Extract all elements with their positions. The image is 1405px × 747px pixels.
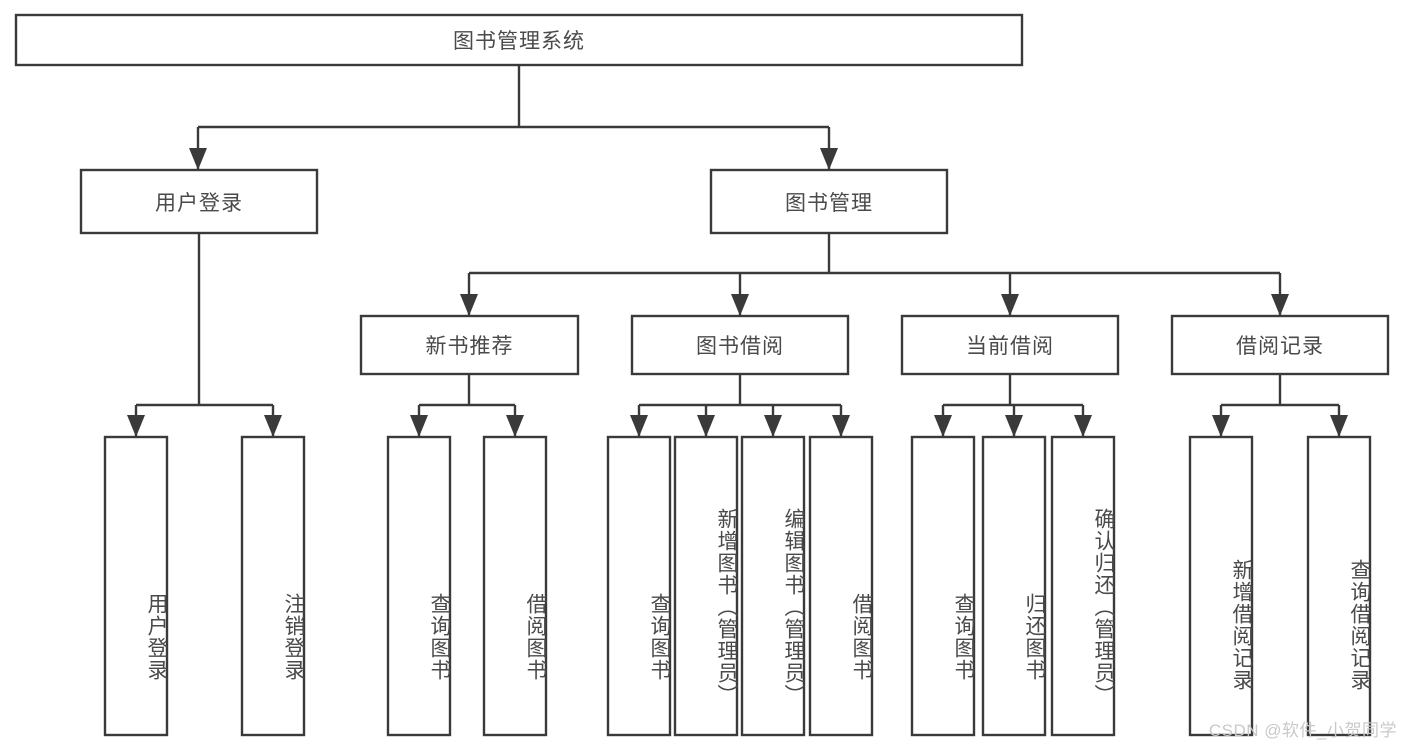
leaf-box-leaf-query-book-2[interactable] xyxy=(606,435,672,737)
arrow-head-icon xyxy=(460,294,478,316)
leaf-box-leaf-query-book-1[interactable] xyxy=(386,435,452,737)
arrow-head-icon xyxy=(127,415,145,437)
leaf-box-leaf-add-record[interactable] xyxy=(1188,435,1254,737)
node-box-root[interactable] xyxy=(14,13,1024,67)
leaf-box-leaf-borrow-book-1[interactable] xyxy=(482,435,548,737)
leaf-box-leaf-query-record[interactable] xyxy=(1306,435,1372,737)
arrow-head-icon xyxy=(697,415,715,437)
arrow-head-icon xyxy=(731,294,749,316)
arrow-head-icon xyxy=(1005,415,1023,437)
arrow-head-icon xyxy=(1271,294,1289,316)
leaf-box-leaf-user-login[interactable] xyxy=(103,435,169,737)
leaf-box-leaf-edit-book[interactable] xyxy=(740,435,806,737)
node-box-book-manage[interactable] xyxy=(709,168,949,235)
arrow-head-icon xyxy=(1212,415,1230,437)
leaf-box-leaf-user-logout[interactable] xyxy=(240,435,306,737)
connectors-layer xyxy=(127,65,1348,437)
arrow-head-icon xyxy=(764,415,782,437)
arrow-head-icon xyxy=(1074,415,1092,437)
arrow-head-icon xyxy=(1330,415,1348,437)
node-box-borrow-record[interactable] xyxy=(1170,314,1390,376)
leaf-box-leaf-return-book[interactable] xyxy=(981,435,1047,737)
arrow-head-icon xyxy=(630,415,648,437)
leaf-box-leaf-confirm-return[interactable] xyxy=(1050,435,1116,737)
arrow-head-icon xyxy=(264,415,282,437)
leaf-box-leaf-add-book[interactable] xyxy=(673,435,739,737)
node-box-book-borrow[interactable] xyxy=(630,314,850,376)
node-box-current-borrow[interactable] xyxy=(900,314,1120,376)
arrow-head-icon xyxy=(820,148,838,170)
arrow-head-icon xyxy=(189,148,207,170)
arrow-head-icon xyxy=(506,415,524,437)
arrow-head-icon xyxy=(1001,294,1019,316)
leaf-box-leaf-borrow-book-2[interactable] xyxy=(808,435,874,737)
leaf-box-leaf-query-book-3[interactable] xyxy=(910,435,976,737)
node-box-new-book-rec[interactable] xyxy=(359,314,580,376)
node-box-user-login[interactable] xyxy=(79,168,319,235)
arrow-head-icon xyxy=(934,415,952,437)
boxes-layer xyxy=(14,13,1390,737)
arrow-head-icon xyxy=(410,415,428,437)
arrow-head-icon xyxy=(832,415,850,437)
